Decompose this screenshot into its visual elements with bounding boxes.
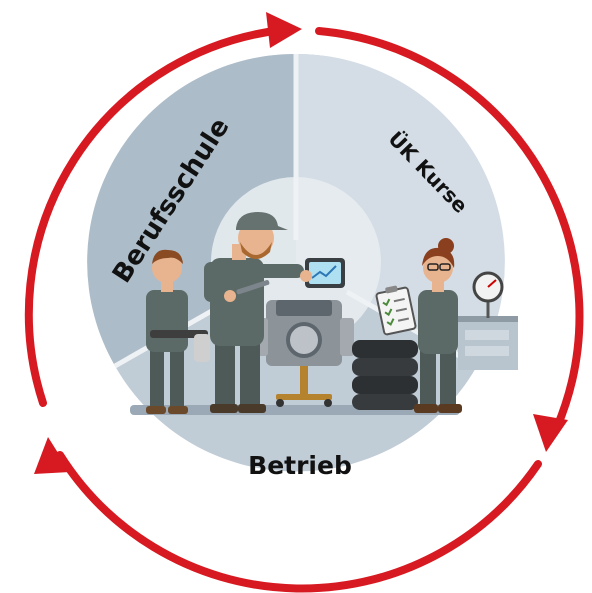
engine-icon [254, 300, 354, 407]
clipboard-icon [375, 285, 417, 336]
pressure-gauge-icon [472, 271, 504, 318]
arrowhead-left [34, 437, 70, 474]
cycle-arrow-top [24, 26, 286, 407]
cycle-arrow-right [315, 27, 584, 431]
tire-stack-icon [352, 340, 418, 410]
cycle-arrows [24, 26, 584, 593]
cycle-arrow-bottom [56, 451, 542, 593]
apprentice-figure [146, 249, 210, 414]
instructor-figure [204, 212, 304, 413]
tablet-icon [300, 258, 345, 288]
cycle-arrow-icon [34, 12, 568, 474]
arrowhead-right [533, 414, 568, 452]
arrowhead-top [266, 12, 302, 48]
mechanic-figure [414, 238, 462, 413]
workbench [458, 316, 518, 370]
label-betrieb: Betrieb [248, 451, 352, 480]
